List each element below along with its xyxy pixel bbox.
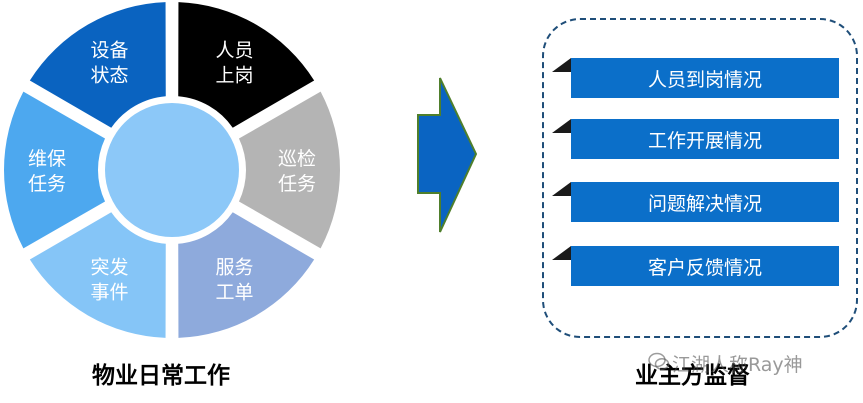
wheel-segment-5-label-2: 事件 bbox=[90, 281, 128, 303]
supervision-item-1: 人员到岗情况 bbox=[571, 58, 839, 98]
wheel-segment-1 bbox=[29, 2, 166, 128]
wheel-segment-2 bbox=[178, 2, 315, 128]
supervision-item-3: 问题解决情况 bbox=[571, 182, 839, 222]
wheel-segment-6-label-1: 维保 bbox=[28, 148, 66, 170]
wheel-segment-3-label-2: 任务 bbox=[278, 173, 316, 195]
wheel-segment-2-label-1: 人员 bbox=[215, 40, 253, 62]
wheel-segment-2-label-2: 上岗 bbox=[215, 65, 253, 87]
wheel-segment-3 bbox=[238, 91, 341, 249]
daily-work-caption: 物业日常工作 bbox=[92, 363, 230, 389]
wheel-segment-4-label-2: 工单 bbox=[215, 281, 253, 303]
supervision-item-2: 工作开展情况 bbox=[571, 119, 839, 159]
wheel-segment-3-label-1: 巡检 bbox=[278, 148, 316, 170]
wheel-segment-4 bbox=[178, 212, 315, 338]
right-arrow-icon bbox=[417, 77, 478, 233]
bar-tab-1 bbox=[552, 58, 571, 72]
wheel-segment-4-label-1: 服务 bbox=[215, 256, 253, 278]
supervision-item-4: 客户反馈情况 bbox=[571, 246, 839, 286]
wheel-segment-6 bbox=[3, 91, 106, 249]
wheel-segment-6-label-2: 任务 bbox=[28, 173, 66, 195]
wheel-center-circle bbox=[105, 103, 239, 237]
bar-tab-4 bbox=[552, 246, 571, 260]
bar-tab-3 bbox=[552, 182, 571, 196]
wheel-segment-1-label-2: 状态 bbox=[90, 65, 128, 87]
bar-tab-2 bbox=[552, 119, 571, 133]
wechat-icon bbox=[648, 352, 670, 370]
wheel-segment-1-label-1: 设备 bbox=[90, 40, 128, 62]
wheel-segment-5-label-1: 突发 bbox=[90, 256, 128, 278]
wheel-segment-5 bbox=[29, 212, 166, 338]
owner-supervision-caption: 业主方监督 bbox=[635, 363, 750, 389]
watermark-text: 江湖人称Ray神 bbox=[672, 354, 803, 376]
supervision-panel bbox=[542, 18, 858, 338]
